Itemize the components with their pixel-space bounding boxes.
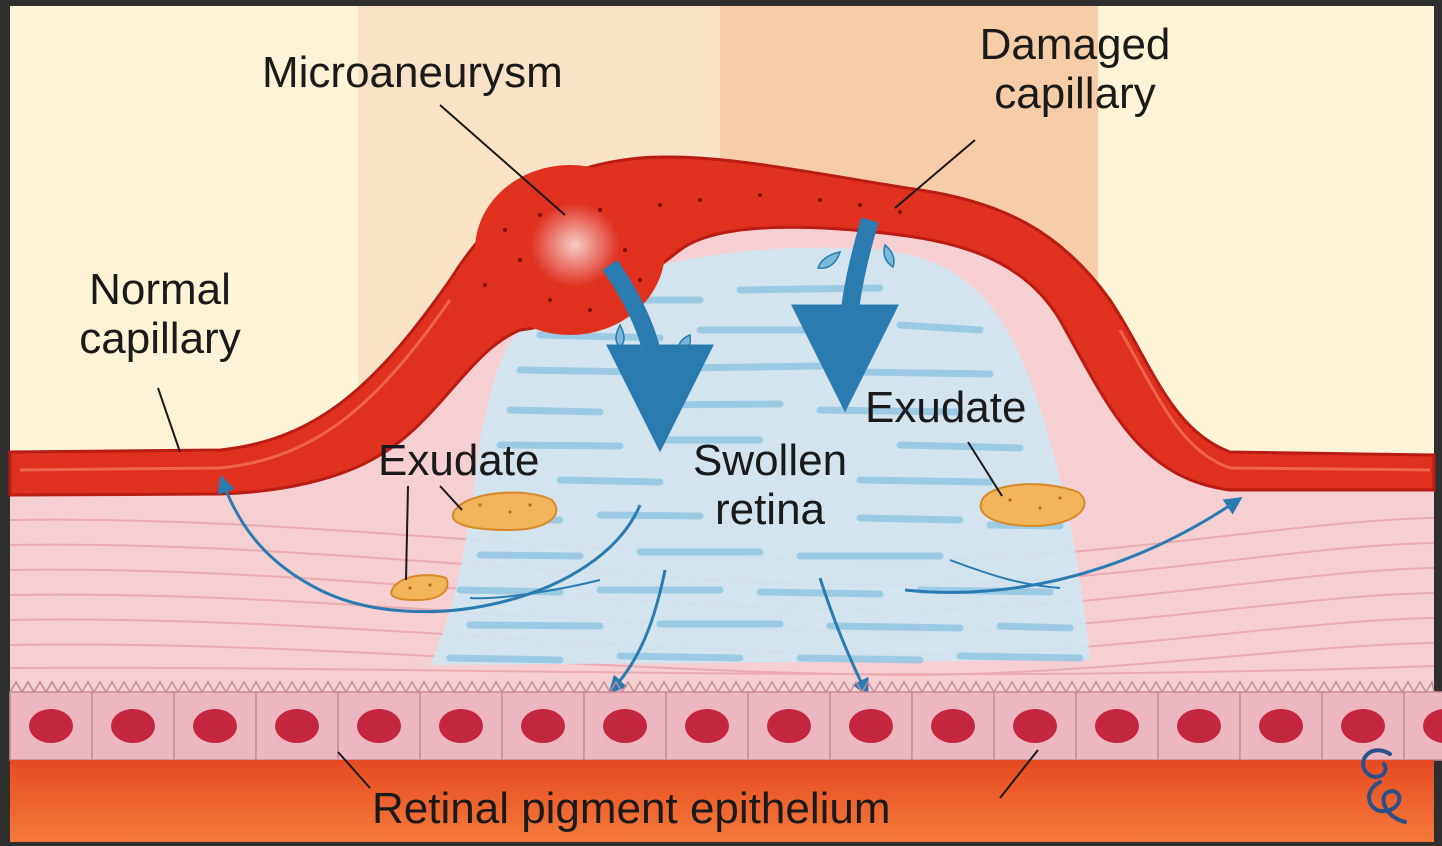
- damaged-capillary-label-line2: capillary: [955, 69, 1195, 118]
- rpe-nucleus: [521, 709, 565, 743]
- exudate-right-label: Exudate: [865, 383, 1026, 432]
- damaged-capillary-label-line1: Damaged: [955, 20, 1195, 69]
- rpe-nucleus: [357, 709, 401, 743]
- rpe-nucleus: [685, 709, 729, 743]
- damaged-capillary-label: Damaged capillary: [955, 20, 1195, 119]
- rpe-nucleus: [111, 709, 155, 743]
- rpe-cells: [10, 692, 1442, 760]
- rpe-nucleus: [931, 709, 975, 743]
- rpe-nucleus: [1095, 709, 1139, 743]
- rpe-nucleus: [767, 709, 811, 743]
- rpe-nucleus: [1259, 709, 1303, 743]
- rpe-nucleus: [1013, 709, 1057, 743]
- rpe-nucleus: [275, 709, 319, 743]
- rpe-nucleus: [439, 709, 483, 743]
- swollen-retina-label-line2: retina: [665, 485, 875, 534]
- retinal-pigment-epithelium-label: Retinal pigment epithelium: [372, 784, 891, 833]
- rpe-nucleus: [603, 709, 647, 743]
- artist-signature: [1350, 742, 1420, 832]
- rpe-nucleus: [29, 709, 73, 743]
- exudate-left-label: Exudate: [378, 436, 539, 485]
- rpe-nucleus: [1177, 709, 1221, 743]
- rpe-nucleus: [849, 709, 893, 743]
- rpe-nucleus: [193, 709, 237, 743]
- rpe-nucleus: [1341, 709, 1385, 743]
- exudate-right: [981, 484, 1085, 526]
- normal-capillary-label: Normal capillary: [55, 265, 265, 364]
- normal-capillary-label-line2: capillary: [55, 314, 265, 363]
- microaneurysm-label: Microaneurysm: [262, 48, 563, 97]
- normal-capillary-label-line1: Normal: [55, 265, 265, 314]
- swollen-retina-label-line1: Swollen: [665, 436, 875, 485]
- swollen-retina-label: Swollen retina: [665, 436, 875, 535]
